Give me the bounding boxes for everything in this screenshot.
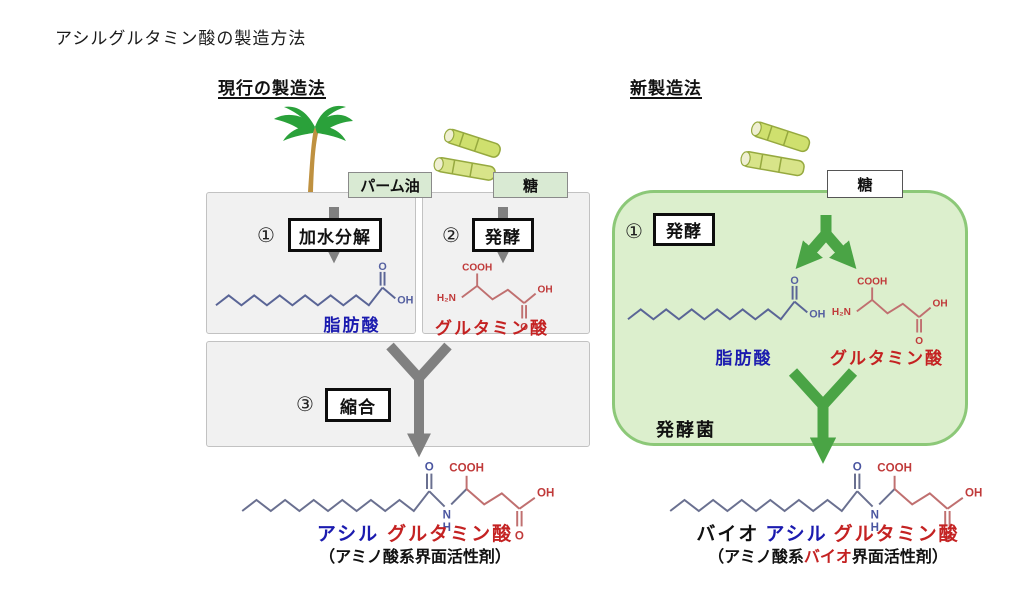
atom-cooh: COOH xyxy=(857,277,887,288)
final-acyl-left: アシル xyxy=(316,524,380,545)
final-product-label-left: アシル グルタミン酸 xyxy=(260,519,570,546)
fatty-acid-label-right: 脂肪酸 xyxy=(715,349,773,368)
atom-o: O xyxy=(425,461,434,473)
final-glutamic-left: グルタミン酸 xyxy=(387,524,514,545)
final-subtitle-right-bio: バイオ xyxy=(803,549,852,566)
sugar-tag-right: 糖 xyxy=(827,170,903,198)
step-number-2-left: ② xyxy=(442,225,460,247)
final-bio-right: バイオ xyxy=(696,524,760,545)
sugar-tag-left: 糖 xyxy=(493,172,568,198)
glutamic-acid-structure-right: COOH H₂N OH O xyxy=(832,277,948,347)
step-number-3-left: ③ xyxy=(296,394,314,416)
glutamic-acid-structure-left: COOH H₂N OH O xyxy=(437,263,553,333)
fatty-acid-structure-right: O OH xyxy=(627,275,826,321)
merge-arrow-condensation xyxy=(386,342,452,458)
atom-o: O xyxy=(915,336,923,347)
atom-o: O xyxy=(520,322,528,333)
final-acyl-right: アシル xyxy=(765,524,828,545)
left-column-header: 現行の製造法 xyxy=(218,79,326,98)
atom-o: O xyxy=(378,261,386,273)
atom-cooh: COOH xyxy=(449,462,484,474)
hydrolysis-panel xyxy=(206,192,416,334)
bacteria-label: 発酵菌 xyxy=(656,420,716,440)
step-label-fermentation-right: 発酵 xyxy=(666,222,702,241)
atom-cooh: COOH xyxy=(462,263,492,274)
atom-oh: OH xyxy=(933,299,948,310)
atom-oh: OH xyxy=(397,294,413,306)
atom-oh: OH xyxy=(965,488,982,500)
atom-o: O xyxy=(853,461,862,473)
atom-n: N xyxy=(443,510,451,522)
sugar-tag-right-label: 糖 xyxy=(857,176,873,194)
step-label-fermentation-left: 発酵 xyxy=(485,227,521,247)
atom-oh: OH xyxy=(809,308,825,320)
sugarcane-icon-left xyxy=(433,128,501,181)
palm-oil-tag-label: パーム油 xyxy=(360,177,420,195)
final-product-label-right: バイオ アシル グルタミン酸 xyxy=(663,519,993,546)
atom-o: O xyxy=(943,531,952,543)
final-glutamic-right: グルタミン酸 xyxy=(833,524,960,545)
right-column-header: 新製造法 xyxy=(630,79,702,98)
acyl-glutamic-structure-right: O N H COOH OH O xyxy=(669,461,982,543)
atom-cooh: COOH xyxy=(877,462,912,474)
glutamic-acid-label-left: グルタミン酸 xyxy=(435,319,549,338)
step-label-hydrolysis: 加水分解 xyxy=(299,227,371,247)
sugarcane-icon-right xyxy=(740,121,811,177)
glutamic-acid-label-right: グルタミン酸 xyxy=(830,349,944,368)
atom-oh: OH xyxy=(538,285,553,296)
fatty-acid-label-left: 脂肪酸 xyxy=(323,316,381,335)
palm-oil-tag: パーム油 xyxy=(348,172,432,198)
palm-tree-icon xyxy=(274,105,353,192)
acyl-glutamic-structure-left: O N H COOH OH O xyxy=(241,461,554,543)
merge-arrow-bio xyxy=(788,368,858,464)
sugar-tag-left-label: 糖 xyxy=(522,177,538,195)
atom-o: O xyxy=(515,531,524,543)
final-subtitle-right: （アミノ酸系バイオ界面活性剤） xyxy=(663,543,993,567)
atom-o: O xyxy=(790,275,798,287)
step-number-1-right: ① xyxy=(625,221,643,243)
step-box-hydrolysis: 加水分解 xyxy=(288,218,382,252)
step-number-1-left: ① xyxy=(257,225,275,247)
final-subtitle-right-post: 界面活性剤） xyxy=(851,549,948,566)
atom-h: H xyxy=(871,522,879,534)
step-box-condensation: 縮合 xyxy=(325,388,391,422)
final-subtitle-right-pre: （アミノ酸系 xyxy=(708,549,804,566)
atom-h2n: H₂N xyxy=(832,307,851,318)
page-title: アシルグルタミン酸の製造方法 xyxy=(55,29,307,48)
step-box-fermentation-left: 発酵 xyxy=(472,218,534,252)
step-label-condensation: 縮合 xyxy=(340,397,376,417)
step-box-fermentation-right: 発酵 xyxy=(653,213,715,246)
atom-h: H xyxy=(443,522,451,534)
split-arrow-bio xyxy=(795,215,857,269)
atom-oh: OH xyxy=(537,488,554,500)
atom-h2n: H₂N xyxy=(437,293,456,304)
fatty-acid-structure-left: O OH xyxy=(215,261,414,307)
atom-n: N xyxy=(871,510,879,522)
final-subtitle-left: （アミノ酸系界面活性剤） xyxy=(319,549,511,566)
